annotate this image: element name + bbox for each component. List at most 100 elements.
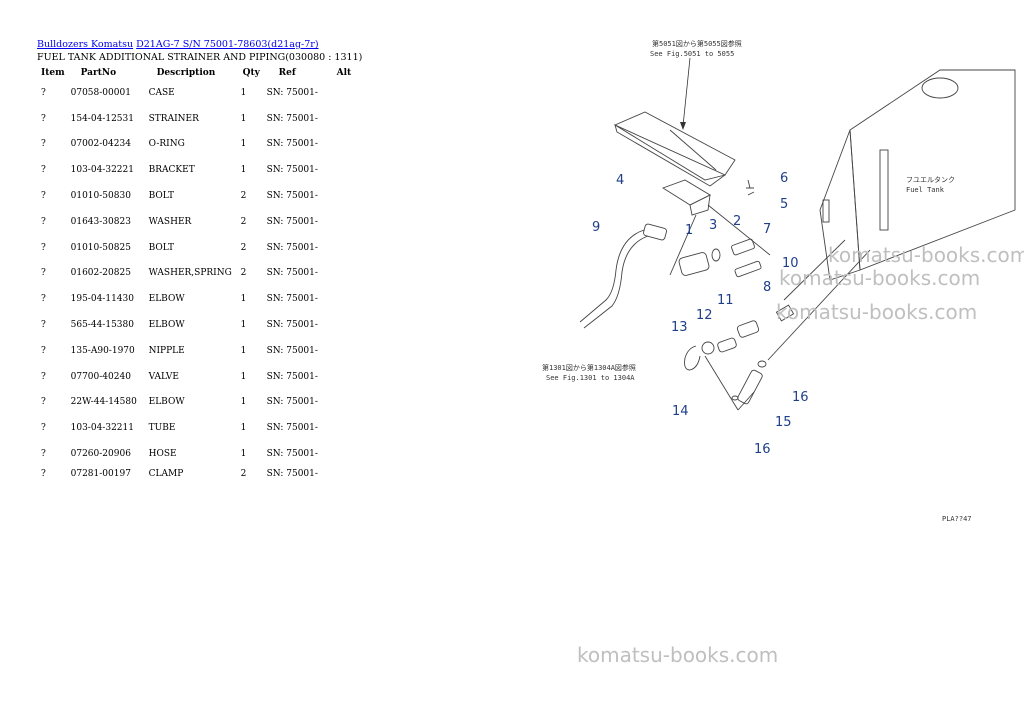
col-header-partno: PartNo	[80, 68, 117, 78]
cell-qty: 1	[240, 397, 247, 408]
callout-8: 8	[763, 280, 771, 295]
callout-2: 2	[733, 214, 741, 229]
cell-qty: 2	[240, 191, 247, 202]
cell-partno: 07281-00197	[70, 468, 131, 479]
cell-item: ?	[41, 320, 46, 331]
cell-description: TUBE	[148, 423, 176, 434]
cell-partno: 22W-44-14580	[70, 397, 137, 408]
cell-alt	[333, 157, 356, 183]
cell-alt	[333, 183, 356, 209]
note-bottom-jp: 第1301図から第1304A図参照	[542, 363, 636, 372]
col-header-ref: Ref	[278, 68, 296, 78]
cell-item: ?	[41, 423, 46, 434]
cell-ref: SN: 75001-	[266, 345, 318, 356]
note-top: See Fig.5051 to 5055	[650, 50, 734, 58]
cell-partno: 07002-04234	[70, 139, 131, 150]
cell-qty: 2	[240, 242, 247, 253]
cell-item: ?	[41, 371, 46, 382]
fuel-tank	[819, 69, 1016, 281]
arrow-head	[680, 122, 686, 130]
table-header-row: Item PartNo Description Qty Ref Alt	[37, 66, 355, 80]
cell-alt	[333, 467, 356, 481]
cell-description: BRACKET	[148, 165, 195, 176]
note-bottom: See Fig.1301 to 1304A	[546, 374, 635, 382]
cell-alt	[333, 80, 356, 106]
leader-line	[682, 57, 691, 127]
cell-description: CLAMP	[148, 468, 184, 479]
cell-description: ELBOW	[148, 320, 185, 331]
col-header-item: Item	[41, 68, 65, 78]
parts-diagram: 第5051図から第5055図参照 See Fig.5051 to 5055	[542, 39, 1016, 523]
valve-cluster	[684, 304, 795, 411]
cell-ref: SN: 75001-	[266, 423, 318, 434]
cell-ref: SN: 75001-	[266, 165, 318, 176]
cell-item: ?	[41, 139, 46, 150]
cell-alt	[333, 415, 356, 441]
cell-alt	[333, 286, 356, 312]
cell-description: ELBOW	[148, 397, 185, 408]
cell-partno: 195-04-11430	[70, 294, 134, 305]
cell-item: ?	[41, 165, 46, 176]
cell-qty: 2	[240, 468, 247, 479]
callout-4: 4	[616, 173, 624, 188]
callout-7: 7	[763, 222, 771, 237]
cell-item: ?	[41, 468, 46, 479]
cell-ref: SN: 75001-	[266, 397, 318, 408]
cell-qty: 2	[240, 216, 247, 227]
cell-item: ?	[41, 216, 46, 227]
cell-item: ?	[41, 87, 46, 98]
watermark: komatsu-books.com	[577, 643, 779, 667]
cell-partno: 07260-20906	[70, 449, 131, 460]
cell-item: ?	[41, 397, 46, 408]
cell-qty: 1	[240, 87, 247, 98]
cell-item: ?	[41, 191, 46, 202]
callout-16a: 16	[792, 390, 809, 405]
pipe-line	[579, 223, 667, 329]
cell-item: ?	[41, 268, 46, 279]
cover-plate	[614, 111, 736, 187]
callout-1: 1	[685, 223, 693, 238]
callout-13: 13	[671, 320, 688, 335]
page-title: FUEL TANK ADDITIONAL STRAINER AND PIPING…	[37, 52, 363, 63]
table-row: ? 22W-44-14580 ELBOW 1 SN: 75001-	[37, 390, 355, 416]
cell-alt	[333, 132, 356, 158]
cell-qty: 1	[240, 449, 247, 460]
cell-item: ?	[41, 113, 46, 124]
callout-12: 12	[696, 308, 713, 323]
breadcrumb: Bulldozers Komatsu D21AG-7 S/N 75001-786…	[37, 39, 319, 50]
tank-label-jp: フユエルタンク	[906, 175, 955, 184]
tube-part	[731, 239, 871, 405]
bracket-part	[661, 179, 771, 276]
cell-description: HOSE	[148, 449, 177, 460]
breadcrumb-link-category[interactable]: Bulldozers Komatsu	[37, 39, 134, 50]
figure-code: PLA??47	[942, 515, 972, 523]
cell-ref: SN: 75001-	[266, 113, 318, 124]
cell-alt	[333, 441, 356, 467]
cell-qty: 1	[240, 423, 247, 434]
watermark: komatsu-books.com	[828, 243, 1024, 267]
cell-description: VALVE	[148, 371, 179, 382]
callout-14: 14	[672, 404, 689, 419]
cell-qty: 1	[240, 113, 247, 124]
cell-qty: 1	[240, 139, 247, 150]
cell-description: WASHER,SPRING	[148, 268, 232, 279]
cell-description: NIPPLE	[148, 345, 185, 356]
cell-ref: SN: 75001-	[266, 320, 318, 331]
cell-ref: SN: 75001-	[266, 449, 318, 460]
cell-partno: 07058-00001	[70, 87, 131, 98]
cell-item: ?	[41, 449, 46, 460]
cell-ref: SN: 75001-	[266, 294, 318, 305]
cell-qty: 1	[240, 371, 247, 382]
callout-9: 9	[592, 220, 600, 235]
callout-10: 10	[782, 256, 799, 271]
breadcrumb-link-model[interactable]: D21AG-7 S/N 75001-78603(d21ag-7r)	[136, 39, 319, 50]
cell-ref: SN: 75001-	[266, 191, 318, 202]
cell-ref: SN: 75001-	[266, 371, 318, 382]
